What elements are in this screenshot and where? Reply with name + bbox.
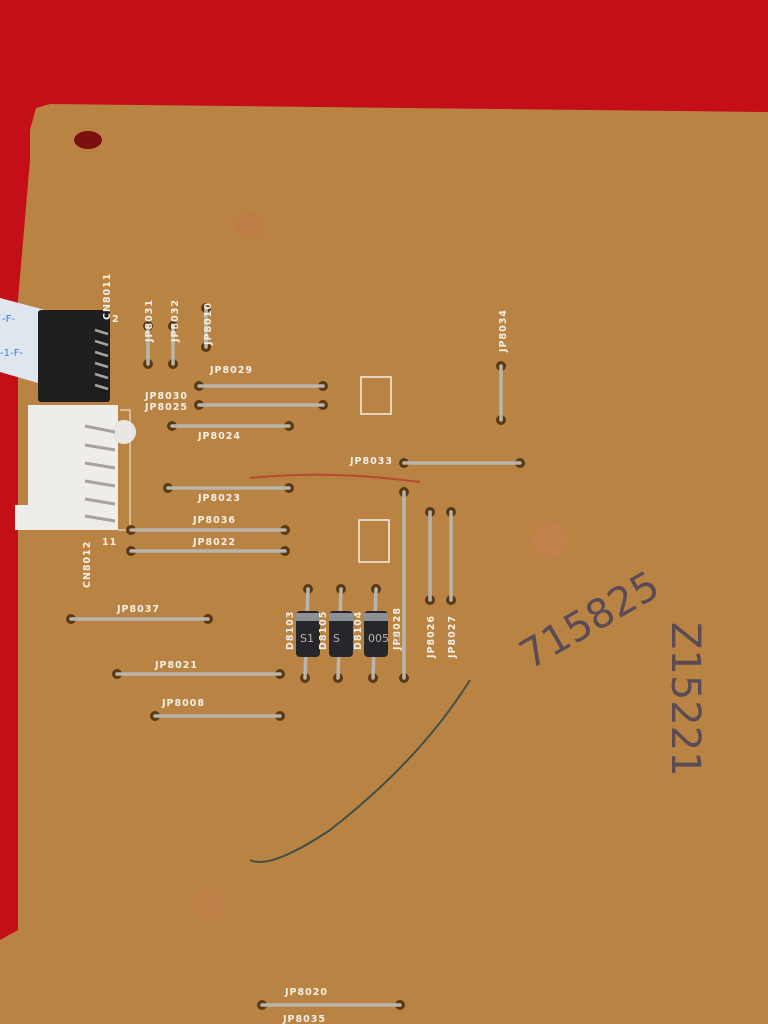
diode-body (364, 611, 388, 657)
jumper-jp8025: JP8025 (144, 402, 188, 413)
circuit-board (0, 104, 768, 1024)
jumper-label: JP8025 (144, 402, 188, 413)
cn8011-connector[interactable] (38, 310, 110, 402)
cn8012-tab (112, 420, 136, 444)
handwritten-number: Z15221 (662, 622, 708, 777)
cn8011-label: CN8011 (102, 273, 113, 320)
cn8012-label: CN8012 (82, 541, 93, 588)
diode-label: D8105 (318, 611, 329, 650)
diode-cathode-band (364, 613, 388, 621)
jumper-jp8020: JP8020 (257, 987, 405, 1010)
jumper-label: JP8010 (203, 302, 214, 346)
diode-d8105: S D8105 (318, 584, 353, 683)
cable-text: -F- (2, 314, 15, 325)
jumper-label: JP8031 (144, 299, 155, 343)
jumper-label: JP8036 (192, 515, 236, 526)
jumper-jp8008: JP8008 (150, 698, 285, 721)
jumper-jp8029: JP8029 (194, 365, 328, 391)
ribbon-cable: -F- -1-F- (0, 298, 45, 385)
jumper-label: JP8037 (116, 604, 160, 615)
jumper-label: JP8034 (498, 309, 509, 353)
jumper-label: JP8008 (161, 698, 205, 709)
cn8012-pin-label: 11 (102, 537, 117, 548)
jumper-label: JP8028 (392, 607, 403, 651)
jumper-label: JP8022 (192, 537, 236, 548)
jumper-jp8037: JP8037 (66, 604, 213, 624)
jumper-label: JP8026 (426, 615, 437, 659)
marker-curve (249, 679, 471, 863)
jumper-jp8030: JP8030 (144, 391, 328, 410)
diode-marking: S1 (300, 632, 314, 645)
jumper-label: JP8033 (349, 456, 393, 467)
jumper-jp8032: JP8032 (168, 299, 181, 369)
cable-text: -1-F- (0, 348, 23, 359)
cn8011-pin-label: 2 (112, 314, 120, 325)
cn8011-pins (94, 328, 109, 391)
jumper-label: JP8029 (209, 365, 253, 376)
jumper-jp8033: JP8033 (349, 456, 525, 468)
diode-d8103: S1 D8103 (285, 584, 320, 683)
jumper-jp8036: JP8036 (126, 515, 290, 535)
cn8012-latch (15, 505, 55, 530)
diode-label: D8103 (285, 611, 296, 650)
jumper-label: JP8023 (197, 493, 241, 504)
jumper-label: JP8024 (197, 431, 241, 442)
jumper-jp8034: JP8034 (496, 309, 509, 425)
diode-marking: S (333, 632, 340, 645)
jumper-jp8027: JP8027 (446, 507, 458, 659)
diode-d8104: 005 D D8104 (353, 584, 401, 683)
jumper-jp8026: JP8026 (425, 507, 437, 659)
jumper-jp8028: JP8028 (392, 487, 409, 683)
silkscreen-outline (358, 519, 390, 563)
jumper-label: JP8020 (284, 987, 328, 998)
jumper-label: JP8030 (144, 391, 188, 402)
diode-cathode-band (329, 613, 353, 621)
faint-red-stamp (194, 889, 226, 921)
jumper-jp8024: JP8024 (167, 421, 294, 442)
jumper-jp8022: JP8022 (126, 537, 290, 556)
faint-red-stamp (236, 211, 264, 239)
jumper-jp8010: JP8010 (201, 302, 214, 352)
diode-label: D8104 (353, 611, 364, 650)
cn8012-pins (84, 424, 116, 523)
faint-red-stamp (532, 522, 568, 558)
diode-body (329, 611, 353, 657)
jumper-label: JP8035 (282, 1014, 326, 1024)
diode-body (296, 611, 320, 657)
jumper-label: JP8027 (447, 615, 458, 659)
jumper-jp8035: JP8035 (282, 1014, 326, 1024)
jumper-label: JP8032 (170, 299, 181, 343)
jumper-jp8023: JP8023 (163, 483, 294, 504)
diode-marking: 005 D (368, 632, 401, 645)
mounting-hole (74, 131, 102, 149)
jumper-jp8021: JP8021 (112, 660, 285, 679)
silkscreen-outline (360, 376, 392, 415)
diode-cathode-band (296, 613, 320, 621)
red-marker-line (249, 473, 421, 483)
jumper-label: JP8021 (154, 660, 198, 671)
jumper-jp8031: JP8031 (143, 299, 155, 369)
